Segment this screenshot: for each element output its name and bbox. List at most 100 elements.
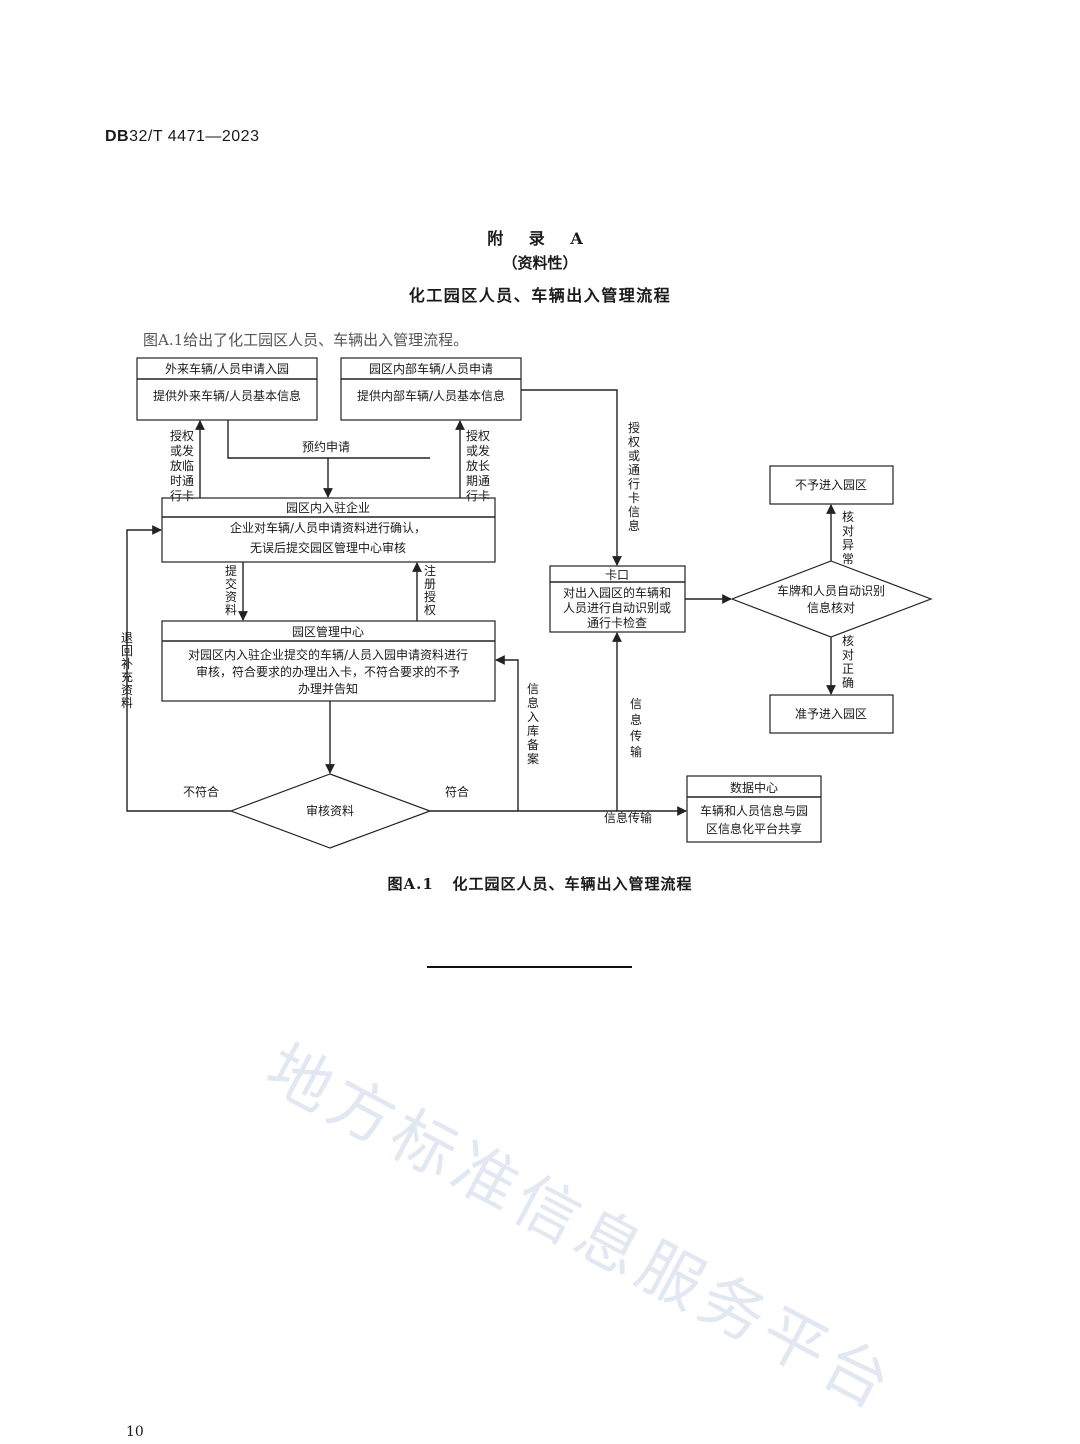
svg-text:行: 行: [628, 477, 640, 491]
external-applicant-box: 外来车辆/人员申请入园 提供外来车辆/人员基本信息: [136, 357, 318, 421]
enterprise-box-body-1: 企业对车辆/人员申请资料进行确认，: [230, 520, 426, 535]
svg-text:卡: 卡: [628, 491, 640, 505]
management-center-box: 园区管理中心 对园区内入驻企业提交的车辆/人员入园申请资料进行 审核，符合要求的…: [161, 620, 496, 702]
svg-text:充: 充: [121, 669, 133, 684]
label-info-transfer-vertical: 信 息 传 输: [630, 697, 642, 759]
svg-text:权: 权: [628, 435, 640, 449]
data-center-body-1: 车辆和人员信息与园: [700, 803, 808, 818]
svg-text:放临: 放临: [170, 458, 194, 473]
svg-text:注: 注: [424, 563, 436, 578]
gate-box: 卡口 对出入园区的车辆和 人员进行自动识别或 通行卡检查: [549, 565, 686, 633]
svg-text:放长: 放长: [466, 458, 490, 473]
recognition-text-2: 信息核对: [807, 600, 855, 615]
svg-text:传: 传: [630, 728, 642, 743]
svg-text:料: 料: [225, 603, 237, 617]
recognition-text-1: 车牌和人员自动识别: [777, 583, 885, 598]
label-long-card: 授权 或发 放长 期通 行卡: [466, 428, 490, 503]
svg-text:回: 回: [121, 644, 133, 658]
svg-text:料: 料: [121, 696, 133, 710]
svg-text:或发: 或发: [170, 443, 194, 458]
svg-text:提: 提: [225, 563, 237, 578]
end-rule: [427, 966, 632, 968]
external-box-body: 提供外来车辆/人员基本信息: [153, 388, 301, 403]
svg-text:授权: 授权: [170, 428, 194, 443]
label-temp-card: 授权 或发 放临 时通 行卡: [170, 428, 194, 503]
svg-text:入: 入: [527, 710, 539, 724]
svg-text:行卡: 行卡: [170, 489, 194, 503]
external-box-title: 外来车辆/人员申请入园: [165, 361, 289, 376]
svg-text:资: 资: [225, 590, 237, 604]
label-submit: 提 交 资 料: [225, 563, 237, 617]
svg-text:行卡: 行卡: [466, 489, 490, 503]
svg-text:异: 异: [842, 538, 854, 552]
svg-text:备: 备: [527, 738, 539, 752]
label-conform: 符合: [445, 784, 469, 799]
review-decision-diamond: 审核资料: [229, 773, 432, 849]
svg-text:息: 息: [527, 695, 539, 710]
appendix-type: （资料性）: [502, 254, 578, 272]
svg-text:补: 补: [121, 657, 133, 671]
svg-text:退: 退: [121, 631, 133, 645]
appendix-title: 附 录 A: [487, 229, 593, 248]
svg-text:信: 信: [527, 682, 539, 696]
svg-text:对: 对: [842, 524, 854, 538]
svg-text:输: 输: [630, 744, 642, 759]
internal-box-title: 园区内部车辆/人员申请: [369, 361, 493, 376]
center-box-title: 园区管理中心: [292, 624, 364, 639]
label-info-storage: 信 息 入 库 备 案: [527, 682, 539, 766]
svg-text:期通: 期通: [466, 474, 490, 488]
allow-entry-text: 准予进入园区: [795, 707, 867, 721]
svg-text:息: 息: [628, 518, 640, 533]
enterprise-box-body-2: 无误后提交园区管理中心审核: [250, 540, 406, 555]
svg-text:正: 正: [842, 662, 854, 676]
svg-text:或: 或: [628, 449, 640, 463]
svg-text:授: 授: [424, 589, 436, 604]
svg-text:权: 权: [424, 603, 436, 617]
label-register: 注 册 授 权: [424, 563, 436, 617]
center-box-body-3: 办理并告知: [298, 681, 358, 696]
figure-caption: 图A.1 化工园区人员、车辆出入管理流程: [387, 875, 693, 893]
svg-text:常: 常: [842, 552, 854, 566]
internal-applicant-box: 园区内部车辆/人员申请 提供内部车辆/人员基本信息: [340, 357, 522, 421]
recognition-decision-diamond: 车牌和人员自动识别 信息核对: [730, 560, 933, 638]
label-reservation: 预约申请: [302, 439, 350, 454]
gate-box-body-2: 人员进行自动识别或: [563, 601, 671, 615]
gate-box-body-3: 通行卡检查: [587, 615, 647, 630]
gate-box-body-1: 对出入园区的车辆和: [563, 585, 671, 600]
svg-text:时通: 时通: [170, 474, 194, 488]
svg-text:交: 交: [225, 576, 237, 591]
document-code: DB32/T 4471—2023: [105, 128, 260, 145]
center-box-body-1: 对园区内入驻企业提交的车辆/人员入园申请资料进行: [188, 647, 468, 662]
svg-text:确: 确: [842, 676, 854, 690]
svg-text:信: 信: [630, 697, 642, 711]
intro-text: 图A.1给出了化工园区人员、车辆出入管理流程。: [143, 331, 469, 349]
deny-entry-text: 不予进入园区: [795, 478, 867, 492]
label-return-supplement: 退 回 补 充 资 料: [121, 631, 133, 710]
enterprise-box: 园区内入驻企业 企业对车辆/人员申请资料进行确认， 无误后提交园区管理中心审核: [161, 497, 496, 563]
svg-text:通: 通: [628, 463, 640, 477]
allow-entry-box: 准予进入园区: [769, 694, 894, 734]
svg-text:对: 对: [842, 648, 854, 662]
svg-text:或发: 或发: [466, 443, 490, 458]
svg-text:案: 案: [527, 751, 539, 766]
gate-box-title: 卡口: [605, 568, 629, 582]
svg-text:授权: 授权: [466, 428, 490, 443]
enterprise-box-title: 园区内入驻企业: [286, 500, 370, 515]
label-check-correct: 核 对 正 确: [842, 634, 854, 690]
svg-text:核: 核: [842, 510, 854, 524]
internal-box-body: 提供内部车辆/人员基本信息: [357, 388, 505, 403]
data-center-box: 数据中心 车辆和人员信息与园 区信息化平台共享: [686, 775, 822, 843]
center-box-body-2: 审核，符合要求的办理出入卡，不符合要求的不予: [196, 664, 460, 679]
label-not-conform: 不符合: [183, 784, 219, 799]
svg-text:息: 息: [630, 712, 642, 727]
svg-text:信: 信: [628, 505, 640, 519]
svg-text:库: 库: [527, 723, 539, 738]
svg-text:核: 核: [842, 634, 854, 648]
review-decision-text: 审核资料: [306, 803, 354, 818]
svg-text:资: 资: [121, 683, 133, 697]
svg-text:册: 册: [424, 577, 436, 591]
deny-entry-box: 不予进入园区: [769, 465, 894, 505]
appendix-name: 化工园区人员、车辆出入管理流程: [408, 286, 672, 305]
label-auth-card-info: 授 权 或 通 行 卡 信 息: [628, 420, 640, 533]
